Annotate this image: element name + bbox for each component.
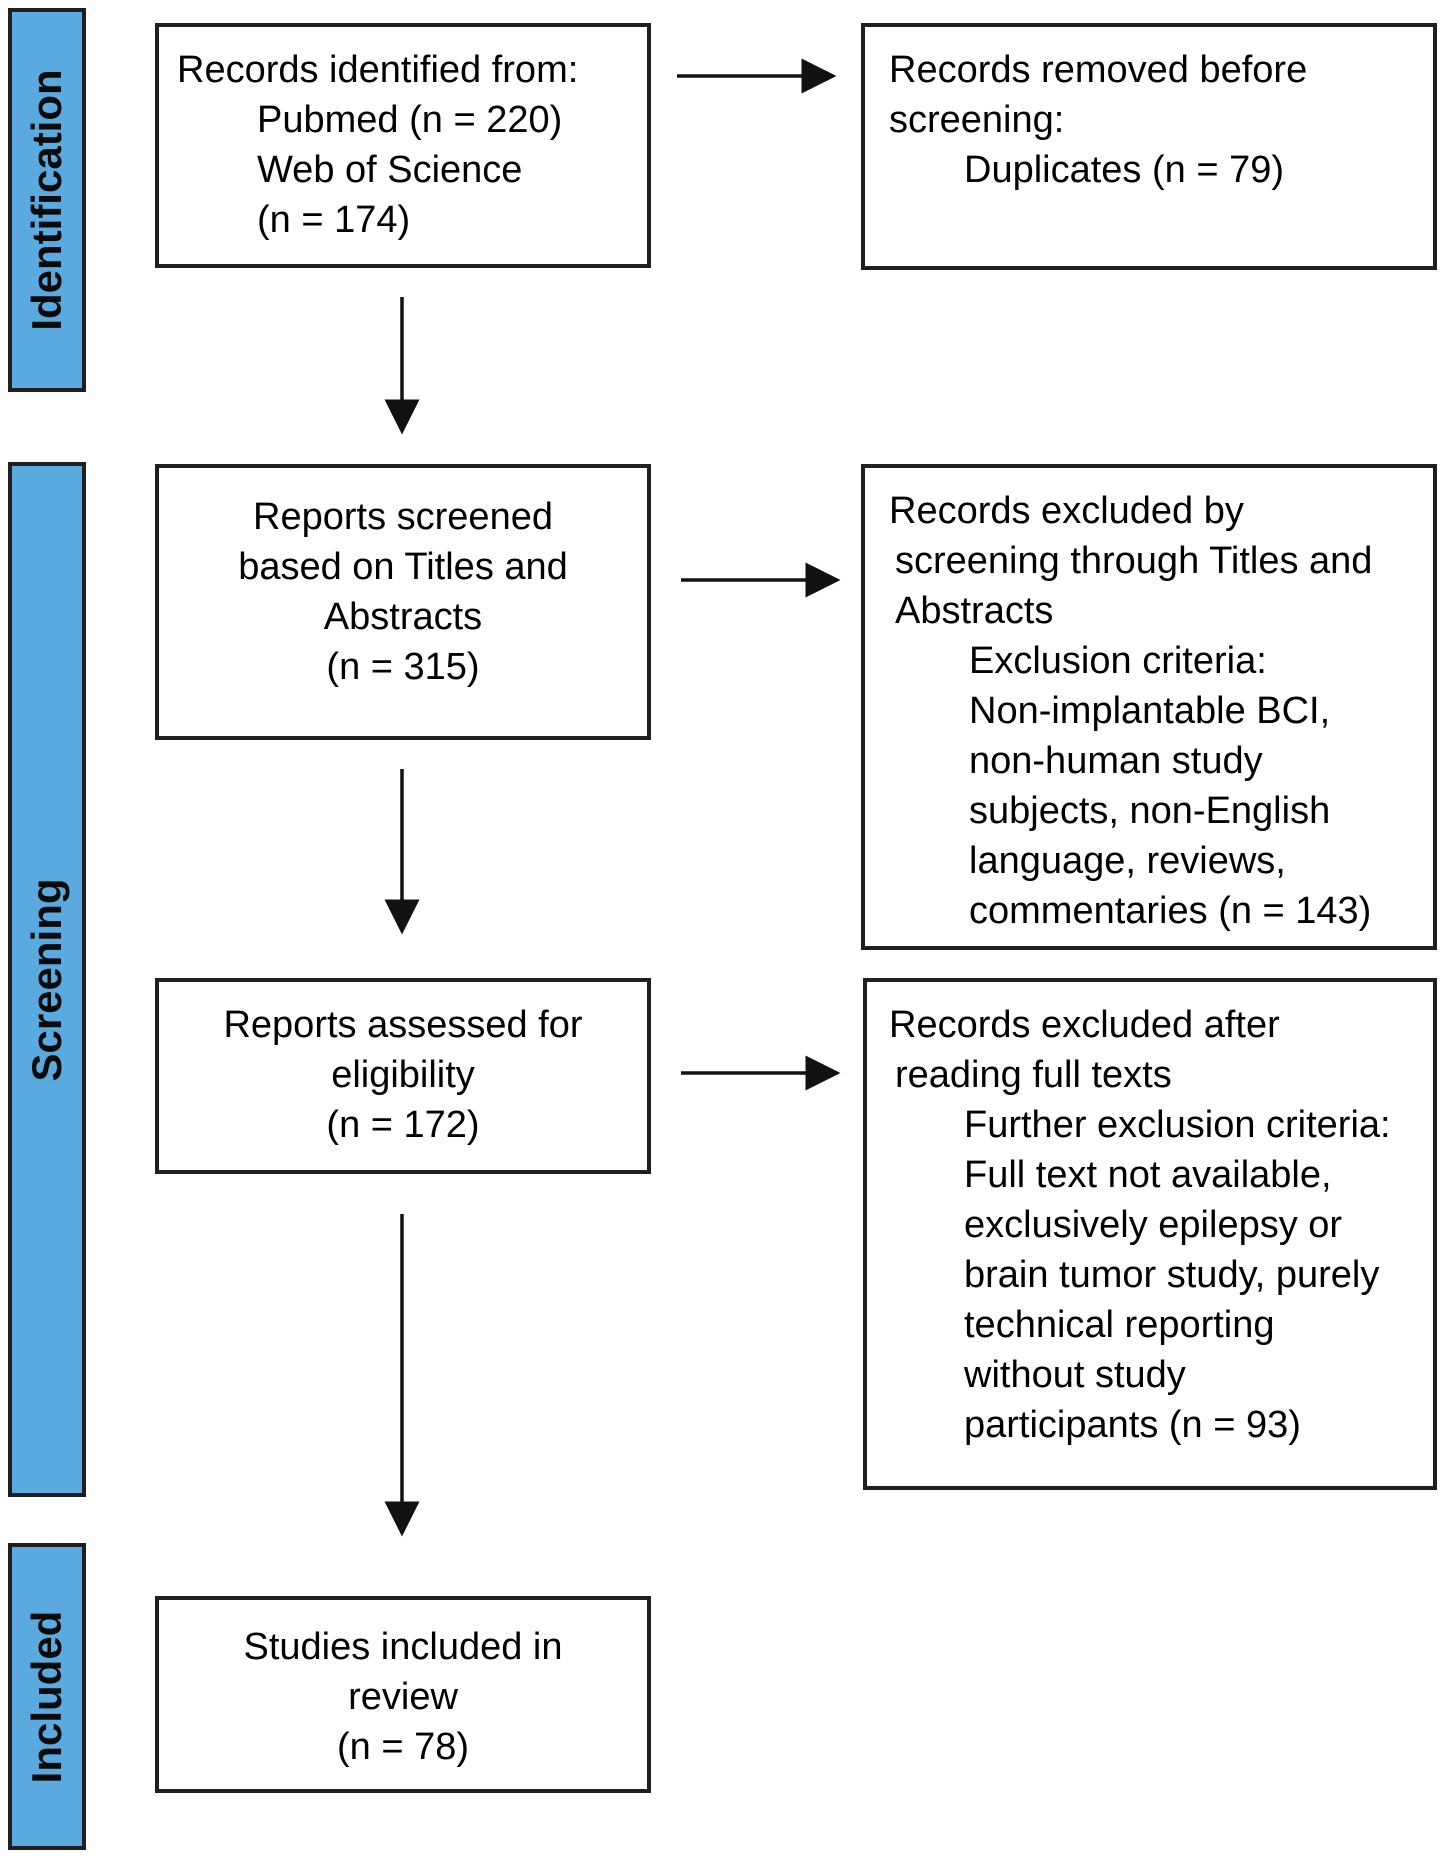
duplicates-count: Duplicates (n = 79) [964,149,1284,191]
studies-included-box: Studies included in review (n = 78) [155,1596,651,1793]
reports-screened-line2: based on Titles and [238,546,568,588]
further-criteria-line6: participants (n = 93) [964,1404,1301,1446]
records-removed-line1: Records removed before [889,49,1308,91]
further-criteria-line1: Full text not available, [964,1154,1332,1196]
further-criteria-line2: exclusively epilepsy or [964,1204,1343,1246]
records-excluded-screening-box: Records excluded by screening through Ti… [861,464,1437,950]
pubmed-count: Pubmed (n = 220) [257,99,563,141]
excluded-fulltext-line1: Records excluded after [889,1004,1280,1046]
studies-included-line1: Studies included in [243,1626,563,1668]
excluded-screening-line1: Records excluded by [889,490,1244,532]
exclusion-criteria-line1: Non-implantable BCI, [969,690,1331,732]
reports-assessed-line1: Reports assessed for [223,1004,583,1046]
exclusion-criteria-title: Exclusion criteria: [969,640,1267,682]
records-removed-line2: screening: [889,99,1065,141]
phase-identification: Identification [8,8,86,392]
web-of-science-count: (n = 174) [257,199,411,241]
reports-screened-box: Reports screened based on Titles and Abs… [155,464,651,740]
records-identified-title: Records identified from: [177,49,579,91]
exclusion-criteria-line2: non-human study [969,740,1263,782]
reports-screened-count: (n = 315) [326,646,480,688]
further-criteria-title: Further exclusion criteria: [964,1104,1391,1146]
exclusion-criteria-line3: subjects, non-English [969,790,1331,832]
reports-assessed-box: Reports assessed for eligibility (n = 17… [155,978,651,1174]
exclusion-criteria-line5: commentaries (n = 143) [969,890,1372,932]
further-criteria-line5: without study [964,1354,1186,1396]
reports-screened-line1: Reports screened [253,496,553,538]
records-removed-box: Records removed before screening: Duplic… [861,23,1437,270]
further-criteria-line4: technical reporting [964,1304,1275,1346]
exclusion-criteria-line4: language, reviews, [969,840,1286,882]
excluded-screening-line2: screening through Titles and [895,540,1373,582]
reports-assessed-line2: eligibility [331,1054,475,1096]
further-criteria-line3: brain tumor study, purely [964,1254,1380,1296]
studies-included-count: (n = 78) [336,1726,470,1768]
web-of-science-label: Web of Science [257,149,523,191]
records-excluded-fulltext-box: Records excluded after reading full text… [863,978,1437,1490]
records-identified-box: Records identified from: Pubmed (n = 220… [155,23,651,268]
studies-included-line2: review [348,1676,458,1718]
excluded-screening-line3: Abstracts [895,590,1054,632]
excluded-fulltext-line2: reading full texts [895,1054,1172,1096]
reports-screened-line3: Abstracts [323,596,483,638]
reports-assessed-count: (n = 172) [326,1104,480,1146]
phase-included: Included [8,1543,86,1850]
phase-screening: Screening [8,462,86,1497]
